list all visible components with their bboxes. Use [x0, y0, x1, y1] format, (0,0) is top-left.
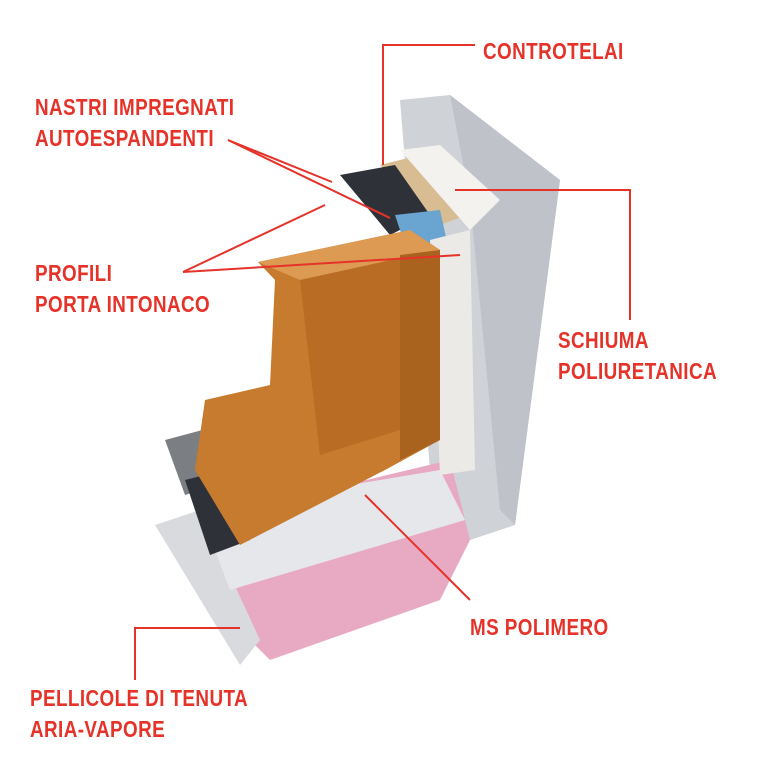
label-pellicole: PELLICOLE DI TENUTA ARIA-VAPORE [30, 683, 248, 745]
label-ms-polimero: MS POLIMERO [470, 614, 609, 640]
label-profili: PROFILI PORTA INTONACO [35, 258, 210, 320]
window-frame-side [400, 250, 440, 460]
leader-nastri-2 [227, 139, 391, 219]
label-schiuma: SCHIUMA POLIURETANICA [558, 325, 717, 387]
leader-controtelai [382, 44, 475, 165]
polyurethane-foam [400, 145, 500, 230]
bottom-board [155, 510, 260, 665]
leader-pellicole [134, 627, 240, 680]
leader-nastri-1 [227, 139, 333, 183]
label-line: POLIURETANICA [558, 358, 718, 384]
leader-profili-2 [182, 254, 461, 273]
window-frame-top [258, 230, 440, 280]
label-line: NASTRI IMPREGNATI [35, 94, 235, 120]
label-controtelai: CONTROTELAI [483, 38, 624, 64]
window-frame-inner [300, 258, 400, 455]
leader-profili-1 [182, 204, 326, 273]
label-line: AUTOESPANDENTI [35, 125, 214, 151]
leader-ms-polimero [364, 494, 471, 601]
label-line: PORTA INTONACO [35, 291, 211, 317]
label-line: PROFILI [35, 260, 113, 286]
plaster-profile [430, 230, 475, 475]
label-line: ARIA-VAPORE [30, 716, 166, 742]
leader-lines [134, 44, 631, 680]
label-line: SCHIUMA [558, 327, 649, 353]
leader-schiuma [455, 189, 631, 320]
label-line: PELLICOLE DI TENUTA [30, 685, 249, 711]
label-nastri-impregnati: NASTRI IMPREGNATI AUTOESPANDENTI [35, 92, 234, 154]
